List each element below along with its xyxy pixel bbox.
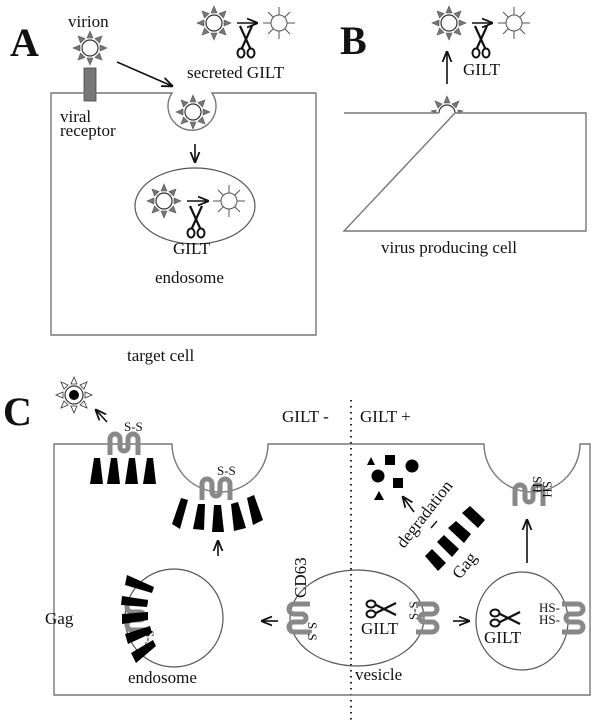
degraded-gag-icon bbox=[425, 506, 485, 571]
receptor-label-line2: receptor bbox=[60, 121, 116, 140]
endosome-gilt-label: GILT bbox=[173, 239, 211, 258]
sh-label-2: SH bbox=[540, 481, 555, 498]
vesicle-ss-left-label: S-S bbox=[305, 622, 320, 641]
degradation-products-icon bbox=[367, 455, 419, 500]
vesicle-label: vesicle bbox=[355, 665, 402, 684]
vesicle-scissors-icon bbox=[365, 599, 398, 619]
vesicle-gilt-label: GILT bbox=[361, 619, 399, 638]
secreted-virion-icon bbox=[196, 5, 232, 41]
gilt-plus-label: GILT + bbox=[360, 407, 411, 426]
right-cd63-icon bbox=[562, 604, 583, 632]
internalizing-virion-icon bbox=[175, 94, 211, 130]
hs-label-2: HS- bbox=[539, 612, 560, 627]
endosome-a bbox=[134, 167, 256, 245]
right-gilt-label: GILT bbox=[484, 628, 522, 647]
surface-gag-icon bbox=[90, 458, 156, 484]
right-scissors-icon bbox=[489, 608, 522, 628]
target-cell-membrane bbox=[50, 92, 317, 336]
secreted-gilt-label: secreted GILT bbox=[187, 63, 285, 82]
b-scissors-icon bbox=[471, 24, 491, 59]
endosome-gag-label: Gag bbox=[45, 609, 74, 628]
virion-label: virion bbox=[68, 12, 109, 31]
endosome-label: endosome bbox=[155, 268, 224, 287]
scissors-icon bbox=[236, 24, 256, 59]
panel-c-cell-membrane bbox=[53, 443, 591, 696]
budding-virion-icon bbox=[429, 95, 465, 114]
cd63-label: CD63 bbox=[291, 557, 310, 598]
vesicle bbox=[289, 569, 425, 667]
endosome-scissors-icon bbox=[186, 204, 206, 239]
degradation-arrow bbox=[403, 497, 415, 513]
endosome-processed-virion-icon bbox=[212, 184, 246, 218]
release-arrow bbox=[96, 410, 108, 423]
endosome-c-label: endosome bbox=[128, 668, 197, 687]
panel-b: B GILT virus producing cell bbox=[340, 5, 587, 257]
endosome-virion-icon bbox=[146, 183, 182, 219]
entry-arrow bbox=[116, 61, 172, 86]
pit-ss-label: S-S bbox=[217, 463, 236, 478]
b-gilt-label: GILT bbox=[463, 60, 501, 79]
viral-receptor-icon bbox=[83, 67, 97, 102]
virus-producing-cell-membrane bbox=[342, 112, 587, 232]
receptor-label-line1: viral bbox=[60, 107, 91, 126]
panel-c-label: C bbox=[3, 389, 32, 434]
mature-virion-icon bbox=[54, 375, 94, 415]
virus-producing-cell-label: virus producing cell bbox=[381, 238, 517, 257]
hs-label-1: HS- bbox=[539, 600, 560, 615]
surface-ss-label: S-S bbox=[124, 419, 143, 434]
panel-b-label: B bbox=[340, 18, 367, 63]
target-cell-label: target cell bbox=[127, 346, 194, 365]
released-virion-icon bbox=[431, 5, 467, 41]
sh-label-1: SH bbox=[530, 476, 545, 493]
panel-a-label: A bbox=[10, 20, 39, 65]
panel-c: C GILT - GILT + S-S bbox=[3, 375, 591, 722]
processed-virion-icon bbox=[262, 6, 296, 40]
virion-icon bbox=[72, 30, 108, 66]
pit-gag-icon bbox=[172, 495, 263, 532]
gilt-minus-label: GILT - bbox=[282, 407, 329, 426]
degradation-tick bbox=[430, 520, 438, 529]
b-processed-virion-icon bbox=[497, 6, 531, 40]
endosome-gag-icon bbox=[121, 575, 156, 663]
panel-a: A virion secreted GILT viral receptor GI… bbox=[10, 5, 317, 365]
